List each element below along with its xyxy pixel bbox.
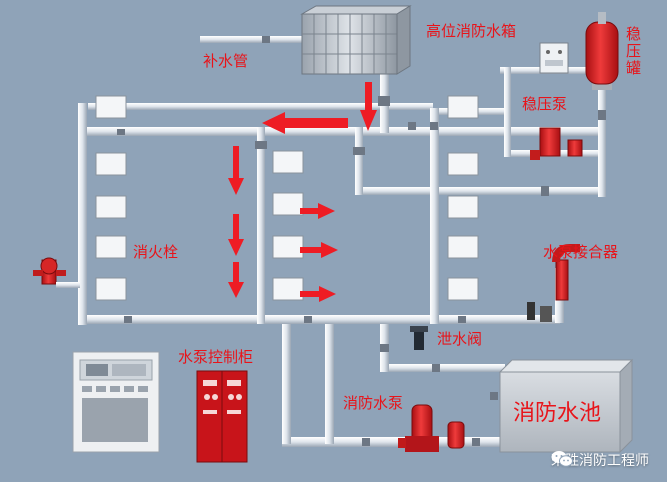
pump-control-cabinet — [196, 370, 248, 463]
return-riser — [355, 127, 363, 195]
valves — [117, 36, 606, 446]
pool-label: 消防水池 — [513, 401, 602, 426]
stabilizer-tank-label: 稳压罐 — [624, 26, 642, 77]
flow-arrow-icon — [228, 146, 244, 195]
drain-pipe — [380, 364, 505, 372]
stabilizer-link — [504, 67, 511, 157]
middle-riser — [257, 127, 265, 324]
upper-branch-pipe — [88, 103, 433, 110]
stabilizer-riser — [598, 67, 606, 197]
watermark-text: 荣胜消防工程师 — [551, 453, 649, 469]
refill-pipe — [200, 36, 305, 43]
flow-arrow-icon — [300, 286, 336, 302]
alarm-control-panel — [72, 351, 160, 453]
stabilizer-pumps — [530, 127, 583, 160]
tank-outlet-pipe — [380, 58, 389, 133]
pump-connector — [527, 244, 580, 322]
watermark: 荣胜消防工程师 — [551, 450, 649, 470]
pump-riser-2 — [325, 324, 334, 444]
pump-riser-1 — [282, 324, 291, 444]
bottom-main-pipe — [80, 315, 525, 324]
high-level-tank — [300, 5, 412, 75]
right-riser — [430, 108, 439, 324]
left-riser — [78, 103, 87, 325]
outdoor-hydrant — [33, 257, 80, 288]
pump-cabinet-label: 水泵控制柜 — [178, 348, 254, 366]
mid-return-pipe — [355, 187, 605, 195]
drain-valve — [410, 326, 428, 350]
flow-arrow-icon — [360, 82, 377, 131]
pipe-network — [78, 36, 606, 447]
high-tank-label: 高位消防水箱 — [426, 22, 517, 40]
fire-pump-label: 消防水泵 — [343, 394, 404, 412]
refill-pipe-label: 补水管 — [203, 52, 249, 70]
connector-label: 水泵接合器 — [543, 243, 619, 261]
flow-arrow-icon — [262, 112, 348, 134]
drain-valve-label: 泄水阀 — [437, 330, 483, 348]
pump-pipe — [282, 437, 507, 447]
flow-arrow-icon — [300, 242, 338, 258]
flow-arrows — [228, 82, 377, 302]
fire-pumps — [398, 404, 465, 452]
hydrant-label: 消火栓 — [133, 243, 179, 261]
flow-arrow-icon — [228, 214, 244, 256]
stabilizer-tank — [585, 12, 619, 90]
flow-arrow-icon — [300, 203, 335, 219]
stabilizer-pump-label: 稳压泵 — [522, 95, 568, 113]
hydrant-boxes — [95, 95, 479, 301]
stabilizer-control-panel — [539, 42, 569, 74]
flow-arrow-icon — [228, 262, 244, 298]
fire-pool — [498, 358, 634, 454]
wechat-icon — [551, 451, 573, 467]
top-main-pipe — [80, 127, 605, 136]
